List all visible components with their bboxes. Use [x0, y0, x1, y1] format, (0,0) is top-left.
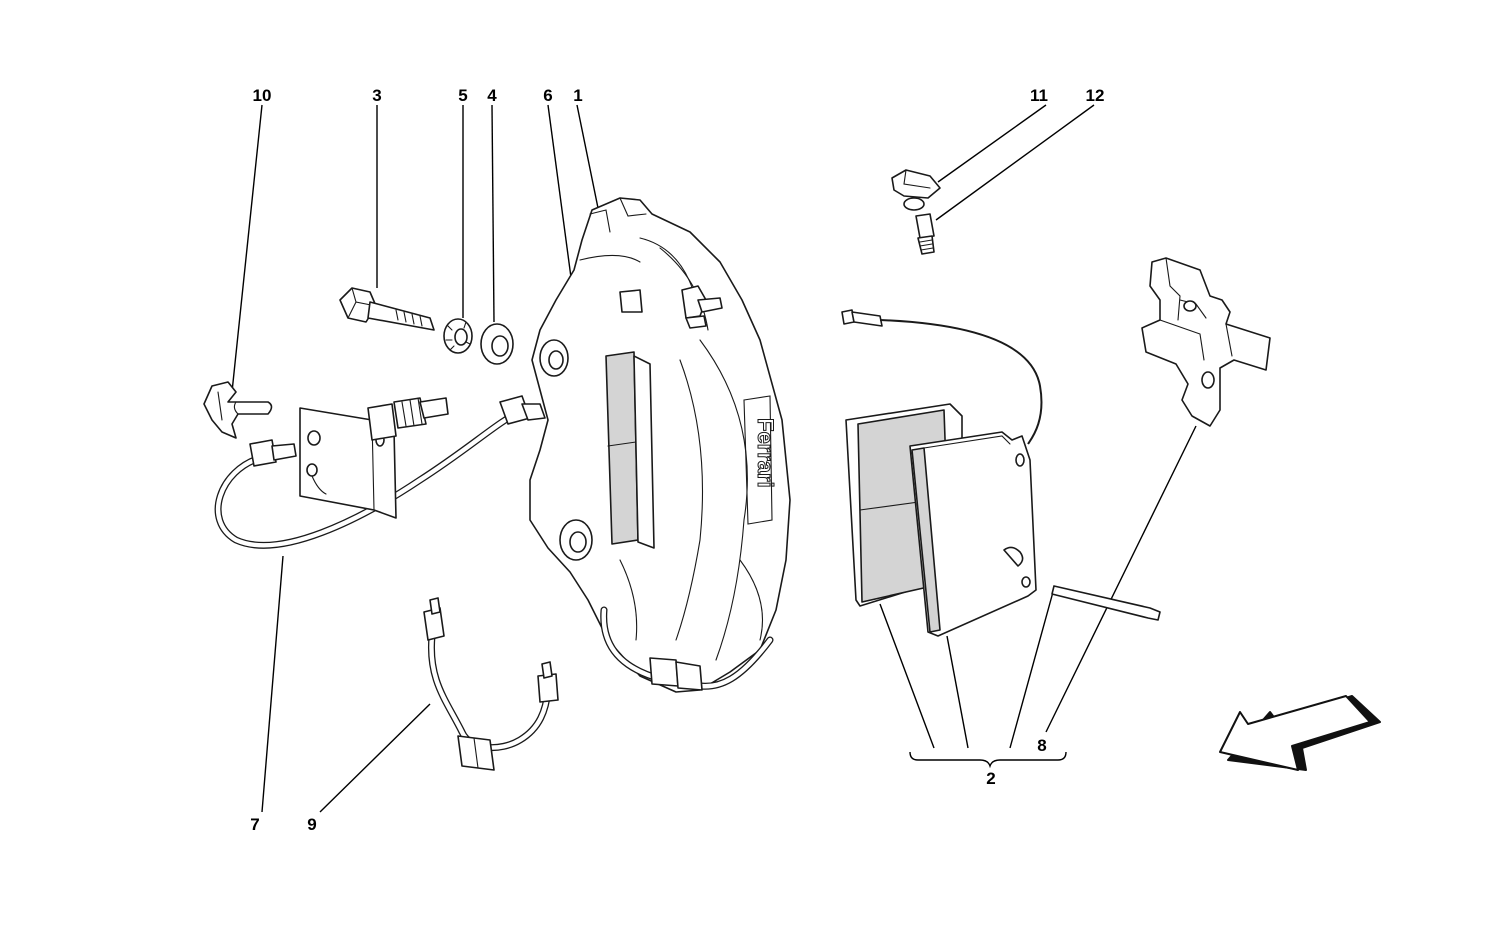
- caliper-part-1: Ferrari: [529, 197, 791, 693]
- spring-clip-part-8: [1141, 257, 1271, 427]
- direction-arrow-icon: [1219, 695, 1381, 771]
- callout-2: 2: [986, 769, 995, 788]
- callout-5: 5: [458, 86, 467, 105]
- washer-part-4: [480, 323, 514, 365]
- caliper-logo-text: Ferrari: [753, 418, 778, 488]
- bleeder-part-12: [915, 213, 935, 255]
- rigid-pipe-part-9: [423, 597, 559, 771]
- washer-part-5: [443, 318, 473, 354]
- callout-8: 8: [1037, 736, 1046, 755]
- sensor-part-11: [891, 169, 941, 211]
- callout-3: 3: [372, 86, 381, 105]
- callout-12: 12: [1086, 86, 1105, 105]
- callout-11: 11: [1030, 86, 1048, 105]
- callout-7: 7: [250, 815, 259, 834]
- clip-part-10: [203, 381, 273, 439]
- bolt-part-3: [339, 287, 435, 331]
- callout-1: 1: [573, 86, 582, 105]
- callout-4: 4: [487, 86, 497, 105]
- callout-9: 9: [307, 815, 316, 834]
- brake-hose-part-7: [214, 395, 546, 549]
- leader-lines: [231, 104, 1197, 813]
- wear-sensor-wire: [841, 309, 1043, 445]
- brake-pads-part-2: [845, 403, 1161, 637]
- callout-10: 10: [253, 86, 272, 105]
- callout-labels: 10 3 5 4 6 1 11 12 7 9 8 2: [250, 86, 1104, 834]
- callout-6: 6: [543, 86, 552, 105]
